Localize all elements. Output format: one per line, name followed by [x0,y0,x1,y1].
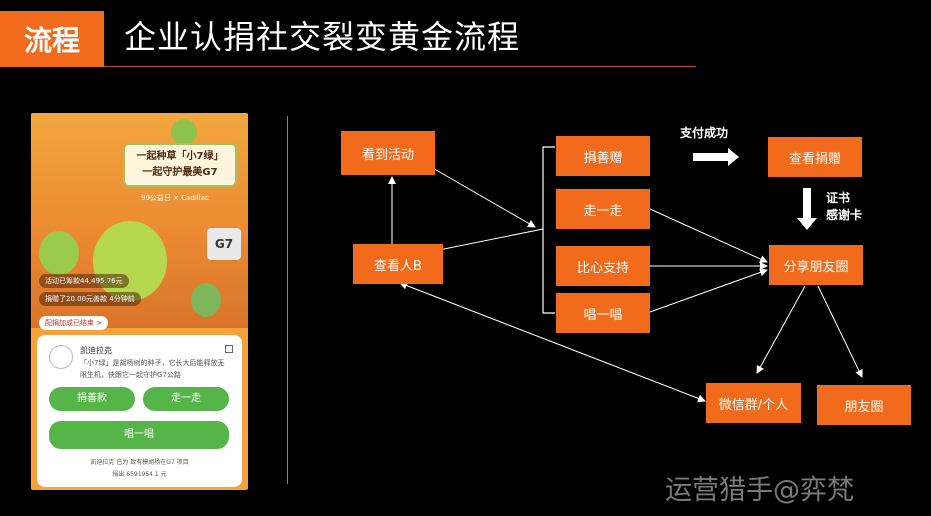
pay-success-arrow [693,148,739,166]
section-tag: 流程 [0,11,104,67]
certificate-arrow [797,188,817,230]
arrow-wechat-to-viewb [399,281,706,403]
arrow-share-to-wechat [756,285,806,374]
node-share-moments: 分享朋友圈 [769,245,863,285]
arrow-sing-to-share [649,268,768,313]
node-donate: 捐善赠 [556,136,650,176]
node-view-donation: 查看捐赠 [768,137,862,177]
sing-button[interactable]: 唱一唱 [49,421,229,449]
label-thanks-card: 感谢卡 [826,208,863,222]
g7-badge: G7 [207,228,241,260]
walk-button[interactable]: 走一走 [143,387,229,411]
sprout-character-small [39,231,79,275]
stat-matching[interactable]: 配捐加成已结束 > [39,316,109,330]
sign-line-2: 一起守护最美G7 [142,167,218,178]
arrow-share-to-moments [817,285,863,378]
donate-button[interactable]: 捐善款 [49,387,135,411]
sprout-character-top [171,119,197,145]
node-wechat-group: 微信群/个人 [706,383,801,423]
arrow-options-to-viewb [433,228,544,252]
node-moments: 朋友圈 [817,385,911,425]
card-footer-1: 凯迪拉克 已为 致有模胡杨在G7 项目 [90,459,189,466]
arrow-walk-to-share [649,208,768,263]
sprout-character-corner [191,283,221,317]
node-heart-support: 比心支持 [556,246,650,286]
label-certificate: 证书 [826,191,851,205]
card-name: 凯迪拉克 [80,346,112,355]
vertical-divider [287,116,288,484]
label-pay-success: 支付成功 [680,126,729,140]
page-title: 企业认捐社交裂变黄金流程 [124,18,521,56]
cadillac-logo-icon [49,345,73,369]
phone-sign: 一起种草「小7绿」 一起守护最美G7 [123,143,237,187]
phone-card: 凯迪拉克 「小7绿」是胡杨树的种子，它长大后能释放无限生机，快跟它一起守护G7公… [37,335,242,487]
arrow-activity-to-options [416,158,536,228]
external-link-icon[interactable] [225,345,233,353]
phone-brand: 99公益日 × Cadillac [141,194,209,202]
phone-screenshot: 一起种草「小7绿」 一起守护最美G7 99公益日 × Cadillac G7 活… [31,113,248,490]
node-walk: 走一走 [556,189,650,229]
title-divider [104,66,696,67]
sign-line-1: 一起种草「小7绿」 [136,151,224,162]
card-description: 「小7绿」是胡杨树的种子，它长大后能释放无限生机，快跟它一起守护G7公路 [80,359,225,379]
node-sing: 唱一唱 [556,293,650,333]
watermark: 运营猎手@弈梵 [665,475,854,506]
node-see-activity: 看到活动 [341,131,435,175]
stat-donation: 捐赠了20.00元善款 4分钟前 [39,292,141,306]
card-footer-2: 捐出 6591954.1 元 [112,471,167,478]
node-view-person-b: 查看人B [353,244,443,284]
stat-raised: 活动已筹款44,495.76元 [39,274,129,288]
branch-bracket [542,146,555,314]
